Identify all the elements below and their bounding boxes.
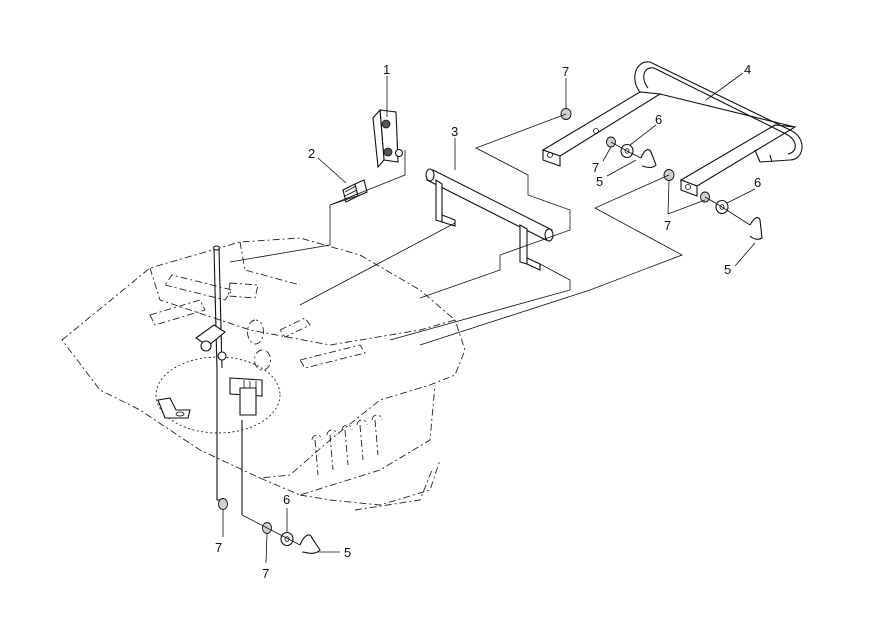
callout-1: 1 — [383, 62, 390, 77]
callout-6a: 6 — [655, 112, 662, 127]
rod-part-3 — [425, 168, 554, 271]
callout-5b: 5 — [724, 262, 731, 277]
callout-7d: 7 — [215, 540, 222, 555]
handle-frame-part-4 — [541, 61, 803, 197]
callout-4: 4 — [744, 62, 751, 77]
callout-6b: 6 — [754, 175, 761, 190]
bracket-part-1 — [372, 108, 404, 169]
callout-2: 2 — [308, 146, 315, 161]
o-ring-7a — [218, 498, 228, 510]
assembly-lines — [229, 113, 751, 346]
callout-7a: 7 — [562, 64, 569, 79]
washer-6a — [280, 531, 294, 547]
callout-6c: 6 — [283, 492, 290, 507]
callout-3: 3 — [451, 124, 458, 139]
callout-7b: 7 — [592, 160, 599, 175]
r-clip-5a — [299, 534, 321, 554]
deck-body — [61, 237, 466, 511]
leader-lines — [222, 72, 756, 564]
bolt-part-2 — [342, 179, 368, 203]
callout-5a: 5 — [596, 174, 603, 189]
shift-lever-assembly — [157, 245, 263, 419]
callout-5c: 5 — [344, 545, 351, 560]
callout-7e: 7 — [262, 566, 269, 581]
callout-7c: 7 — [664, 218, 671, 233]
callout-labels: 1 2 3 4 5 5 5 6 6 6 7 7 7 7 7 — [215, 62, 761, 581]
left-hardware — [216, 370, 321, 554]
